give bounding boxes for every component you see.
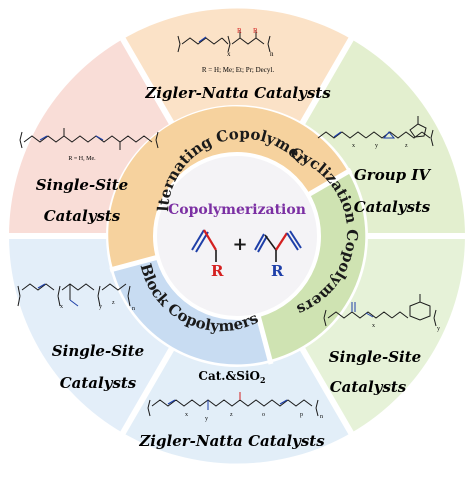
lower-left-polymer-structure (17, 283, 131, 307)
lower-left-sub-n: n (132, 306, 135, 312)
top-sub-n: n (270, 50, 274, 58)
monomer-r-right: R (271, 262, 284, 280)
bottom-sub-y: y (205, 416, 208, 422)
top-polymer-structure (177, 30, 271, 53)
monomer-r-left: R (211, 262, 224, 280)
lower-right-sub-y: y (437, 326, 440, 332)
lower-left-line1: Single-Site (52, 342, 144, 360)
lower-left-sub-x: x (60, 304, 63, 310)
lower-right-line1: Single-Site (329, 348, 421, 366)
upper-right-polymer-structure (317, 116, 434, 147)
lower-right-polymer-structure (323, 294, 437, 327)
lower-right-sector-content: x y Single-Site Catalysts (323, 294, 440, 396)
lower-right-line2: Catalysts (330, 378, 407, 396)
upper-left-sector-content: R = H, Me. Single-Site Catalysts (19, 128, 159, 225)
upper-right-sub-z: z (405, 143, 408, 149)
top-r1: R (237, 27, 242, 35)
bottom-title: Zigler-Natta Catalysts (138, 432, 325, 450)
bottom-sector-content: Cat.&SiO2 x y z o p n Zigler-Natta Catal… (138, 369, 325, 450)
upper-left-line2: Catalysts (44, 207, 121, 225)
bottom-cat: Cat.&SiO2 (198, 369, 265, 385)
bottom-sub-x: x (185, 412, 188, 418)
center-content: Copolymerization R + R (168, 202, 306, 280)
upper-right-line1: Group IV (354, 166, 431, 184)
bottom-sub-o: o (262, 412, 265, 418)
upper-right-line2: Catalysts (354, 198, 431, 216)
bottom-sub-p: p (300, 412, 303, 418)
upper-left-note: R = H, Me. (68, 156, 96, 162)
upper-right-sector-content: x y z Group IV Catalysts (317, 116, 434, 216)
plus-sign: + (232, 234, 247, 255)
diene-monomer-structure: R (254, 230, 302, 280)
top-r2: R (253, 27, 258, 35)
lower-left-line2: Catalysts (60, 374, 137, 392)
upper-left-line1: Single-Site (36, 176, 128, 194)
upper-right-sub-y: y (375, 143, 378, 149)
top-note: R = H; Me; Et; Pr; Decyl. (202, 66, 274, 74)
center-disc (153, 152, 321, 320)
lower-left-sub-y: y (99, 304, 102, 310)
bottom-sub-n: n (320, 414, 323, 420)
bottom-polymer-structure (147, 392, 319, 417)
vinyl-monomer-structure: R (191, 229, 224, 280)
top-title: Zigler-Natta Catalysts (144, 84, 331, 102)
upper-right-sub-x: x (352, 143, 355, 149)
lower-right-sub-x: x (372, 323, 375, 329)
center-title: Copolymerization (168, 202, 306, 218)
lower-left-sub-z: z (112, 300, 115, 306)
top-sub-x: x (227, 50, 231, 58)
upper-left-polymer-structure (19, 128, 159, 150)
top-sector-content: x n R R R = H; Me; Et; Pr; Decyl. Zigler… (144, 27, 331, 102)
lower-left-sector-content: x y z n Single-Site Catalysts (17, 283, 144, 392)
bottom-sub-z: z (230, 412, 233, 418)
